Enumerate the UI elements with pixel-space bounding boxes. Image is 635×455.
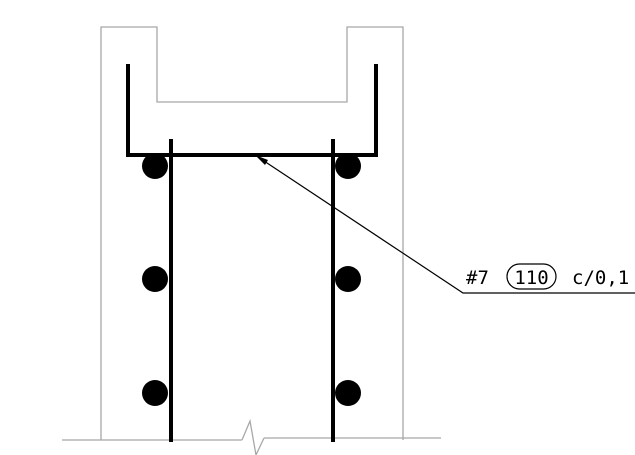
break-line-icon (241, 418, 265, 455)
callout-bar-number: 110 (514, 267, 548, 289)
bar-section-right-bottom (335, 380, 361, 406)
callout-leader-line (257, 156, 635, 294)
u-stirrup-bar (126, 64, 378, 157)
bar-section-right-middle (335, 266, 361, 292)
callout-spacing: c/0,1 (572, 267, 629, 289)
concrete-wall-outline (100, 26, 404, 440)
callout-bar-mark: #7 (466, 267, 489, 289)
leader-arrowhead-icon (255, 155, 268, 165)
callout-bar-number-bubble (506, 263, 557, 290)
bar-section-left-bottom (142, 380, 168, 406)
bar-section-left-top (142, 153, 168, 179)
bar-section-right-top (335, 153, 361, 179)
bar-section-left-middle (142, 266, 168, 292)
